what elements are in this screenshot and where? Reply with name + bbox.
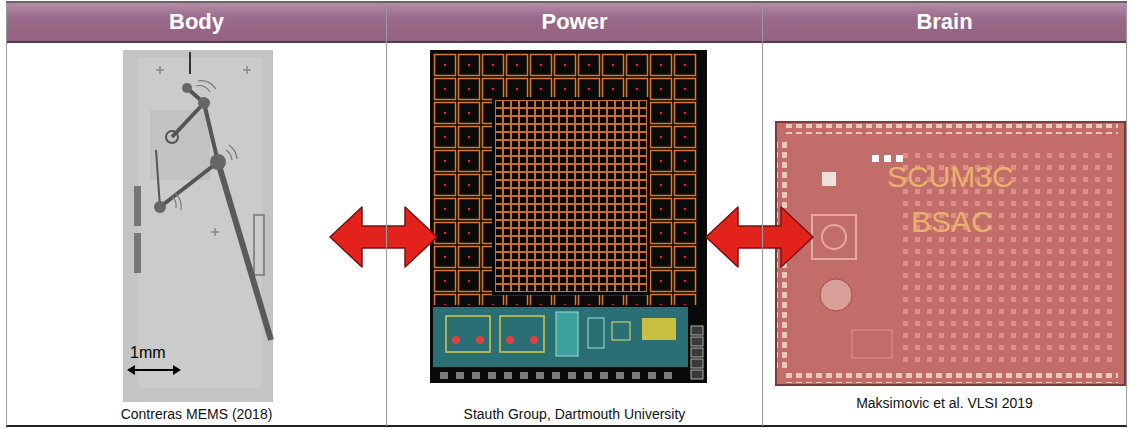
illustration-part [134,186,141,226]
illustration-part [476,336,484,344]
header-text: Body [169,9,224,34]
scale-label: 1mm [130,344,166,362]
illustration-part [776,122,1125,385]
illustration-part [433,307,688,367]
header-band: Power [387,3,762,43]
illustration-part [150,110,210,180]
double-arrow [706,207,813,267]
illustration-part [784,124,1118,134]
illustration-part [172,81,237,210]
illustration-part [430,50,707,383]
illustration-part [784,373,1118,383]
illustration-part [506,336,514,344]
illustration-part [134,233,141,273]
caption-row: Maksimovic et al. VLSI 2019 [763,394,1126,412]
illustration-part [440,372,672,379]
illustration-part [812,215,856,259]
illustration-part [6,425,1127,427]
illustration-part [127,365,181,375]
illustration-part [492,97,650,295]
illustration-part [210,154,226,170]
illustration-part [495,100,647,292]
illustration-part [612,322,630,340]
caption-row: Contreras MEMS (2018) [7,405,386,423]
header-band: Body [7,3,386,43]
illustration-part [154,201,166,213]
illustration-part [218,162,271,340]
header-text: Power [541,9,607,34]
illustration-part [160,162,218,207]
illustration-part [123,50,273,402]
brain-chip-photo [776,122,1125,385]
image-caption: Contreras MEMS (2018) [119,406,275,422]
illustration-part [556,312,578,356]
illustration-part [166,131,178,143]
illustration-part [530,336,538,344]
illustration-part [822,172,836,186]
chip-marking: BSAC [911,205,993,239]
illustration-part [452,336,460,344]
mems-photo [123,50,273,402]
illustration-part [588,318,604,348]
illustration-part [182,83,192,93]
image-caption: Stauth Group, Dartmouth University [462,406,688,422]
header-band: Brain [763,3,1126,43]
illustration-part [132,369,176,371]
power-chip-layout [430,50,707,383]
header-text: Brain [916,9,972,34]
column-panel: BodyContreras MEMS (2018) [6,3,387,426]
illustration-part [500,316,544,352]
illustration-part [872,155,879,162]
illustration-part [433,53,697,305]
illustration-part [156,66,251,236]
illustration-part [172,103,204,137]
illustration-part [138,58,262,388]
illustration-part [156,150,160,207]
caption-row: Stauth Group, Dartmouth University [387,405,762,423]
double-arrow [330,207,437,267]
illustration-part [822,225,846,249]
image-caption: Maksimovic et al. VLSI 2019 [854,395,1035,411]
illustration-part [446,316,490,352]
illustration-part [690,325,704,380]
scale-bar [127,365,181,375]
chip-marking: SCUM3C [887,160,1014,194]
illustration-part [204,103,218,162]
illustration-part [820,279,852,311]
column-panel: PowerStauth Group, Dartmouth University [387,3,763,426]
illustration-part [852,330,892,358]
illustration-part [198,97,210,109]
illustration-part [642,318,676,340]
illustration-part [189,52,191,74]
illustration-part [254,215,264,275]
